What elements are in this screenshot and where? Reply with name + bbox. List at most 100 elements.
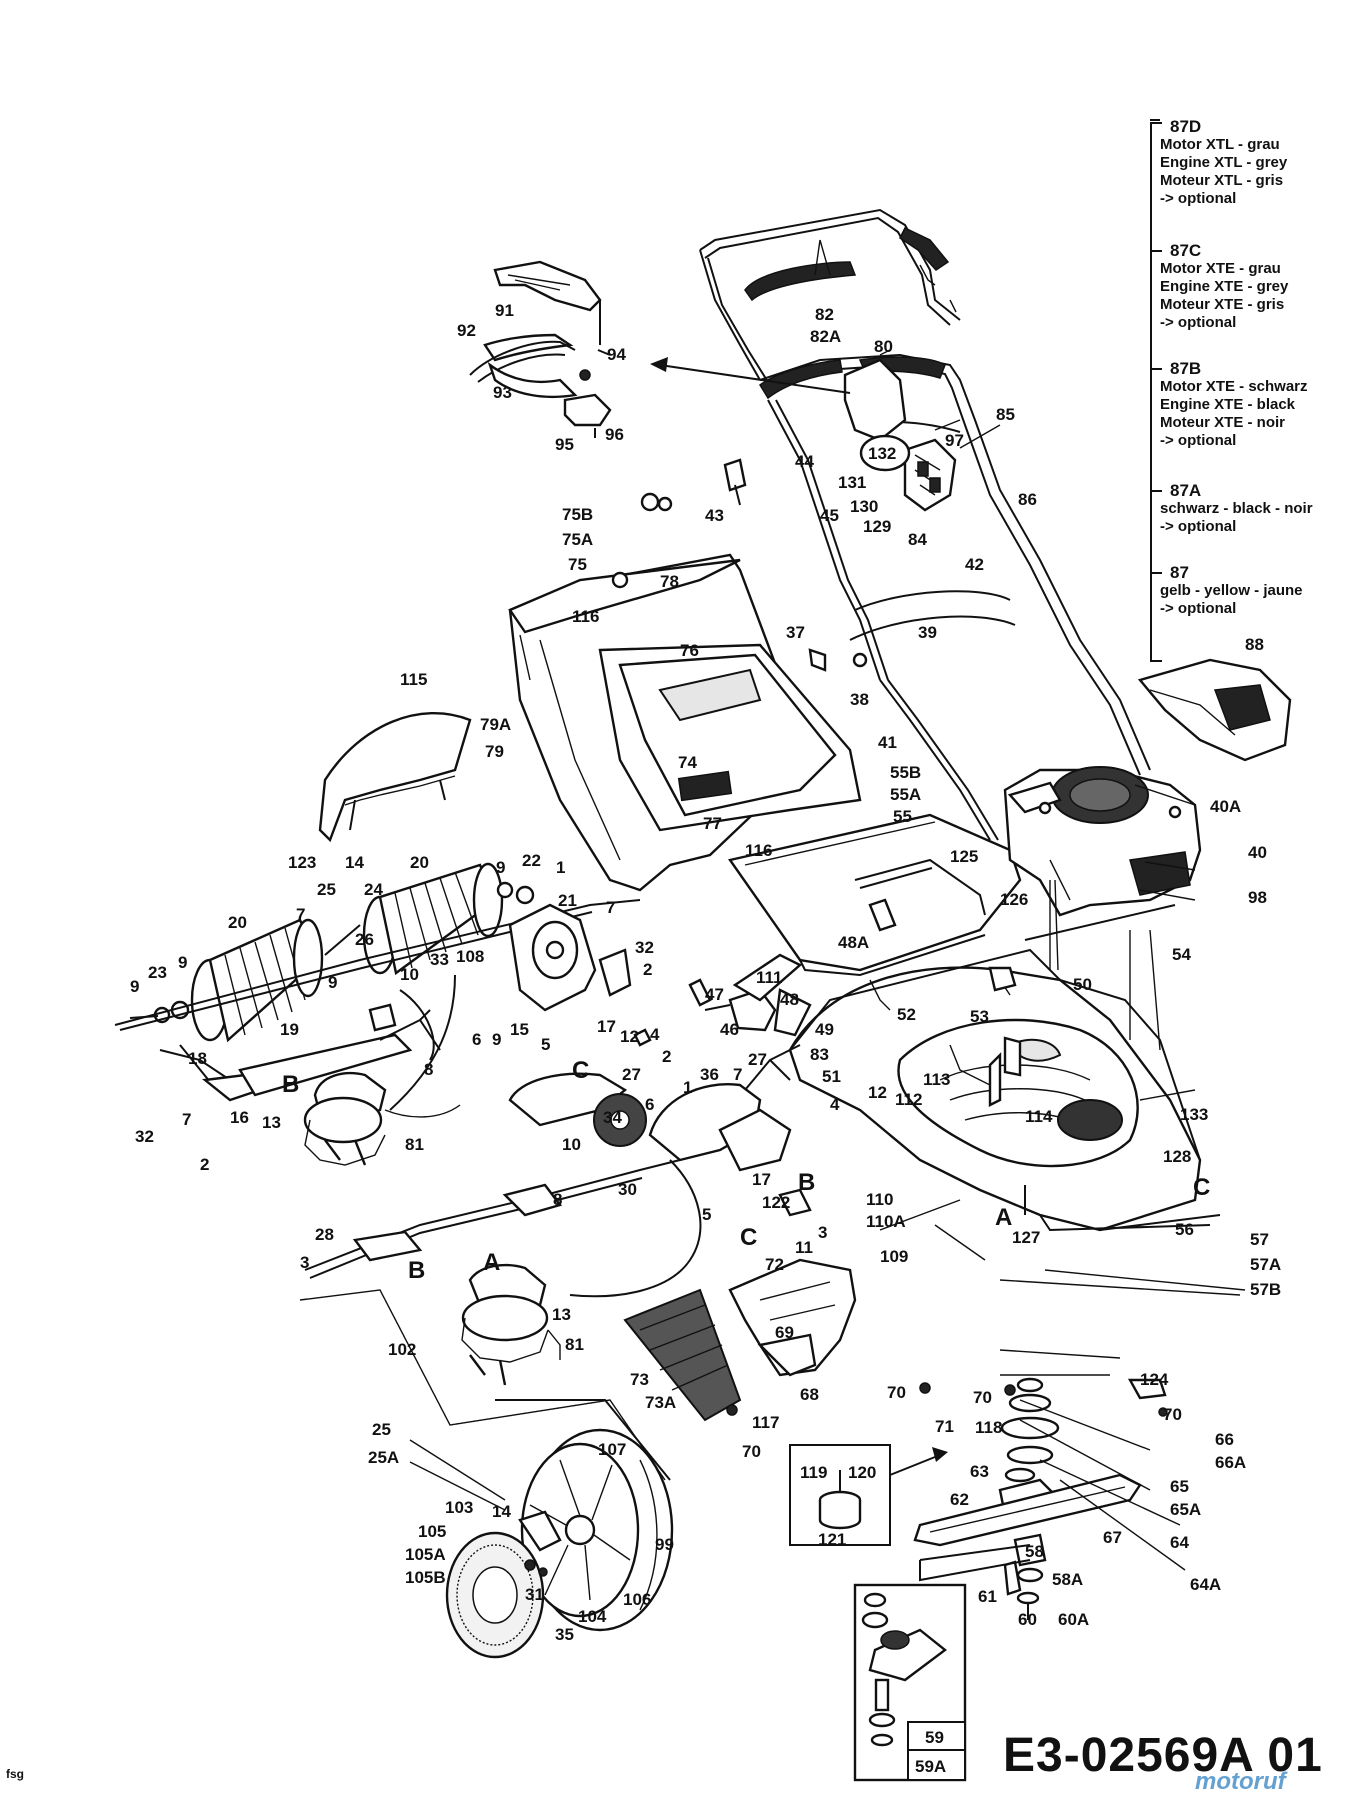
- label-56: 56: [1175, 1220, 1194, 1239]
- roller-left: [190, 918, 324, 1043]
- ref-letter-B-mid: B: [798, 1169, 815, 1196]
- mulch-plug: [318, 711, 472, 843]
- label-6-lower: 6: [645, 1095, 654, 1114]
- discharge-chute: [623, 1288, 742, 1422]
- label-106: 106: [623, 1590, 651, 1609]
- lever-assembly-detail: [469, 260, 612, 438]
- label-33: 33: [430, 950, 449, 969]
- label-80: 80: [874, 337, 893, 356]
- label-75A: 75A: [562, 530, 593, 549]
- label-78: 78: [660, 572, 679, 591]
- label-24: 24: [364, 880, 383, 899]
- engine-cover: [1137, 658, 1292, 762]
- label-73A: 73A: [645, 1393, 676, 1412]
- label-17-upper: 17: [597, 1017, 616, 1036]
- label-27-left: 27: [622, 1065, 641, 1084]
- label-7-right: 7: [606, 898, 615, 917]
- legend-line: Engine XTE - black: [1160, 396, 1296, 413]
- label-22: 22: [522, 851, 541, 870]
- label-95: 95: [555, 435, 574, 454]
- label-3-left: 3: [300, 1253, 309, 1272]
- label-60: 60: [1018, 1610, 1037, 1629]
- label-79A: 79A: [480, 715, 511, 734]
- label-8-lower: 8: [553, 1190, 562, 1209]
- label-5-lower: 5: [702, 1205, 711, 1224]
- label-113: 113: [923, 1070, 950, 1089]
- front-wheel: [445, 1428, 674, 1659]
- ref-letter-A-axle: A: [483, 1249, 500, 1276]
- label-109: 109: [880, 1247, 908, 1266]
- label-25A: 25A: [368, 1448, 399, 1467]
- legend-bracket: [1150, 122, 1152, 662]
- label-55: 55: [893, 807, 912, 826]
- label-66A: 66A: [1215, 1453, 1246, 1472]
- label-21: 21: [558, 891, 577, 910]
- label-37: 37: [786, 623, 805, 642]
- label-65: 65: [1170, 1477, 1189, 1496]
- label-68: 68: [800, 1385, 819, 1404]
- label-70-bottom: 70: [742, 1442, 761, 1461]
- label-81-upper: 81: [405, 1135, 424, 1154]
- label-2-upper: 2: [643, 960, 652, 979]
- label-40: 40: [1248, 843, 1267, 862]
- label-110A: 110A: [866, 1212, 906, 1231]
- label-53: 53: [970, 1007, 989, 1026]
- legend-line: -> optional: [1160, 190, 1237, 207]
- label-7-top: 7: [296, 905, 305, 924]
- label-105: 105: [418, 1522, 446, 1541]
- label-6-upper: 6: [472, 1030, 481, 1049]
- label-39: 39: [918, 623, 937, 642]
- label-44: 44: [795, 452, 814, 471]
- label-74: 74: [678, 753, 697, 772]
- label-19: 19: [280, 1020, 299, 1039]
- label-128: 128: [1163, 1147, 1191, 1166]
- legend-group-87: 87 gelb - yellow - jaune -> optional: [1160, 564, 1303, 618]
- label-36: 36: [700, 1065, 719, 1084]
- label-88: 88: [1245, 635, 1264, 654]
- label-2-lower: 2: [200, 1155, 209, 1174]
- label-131: 131: [838, 473, 866, 492]
- label-126: 126: [1000, 890, 1028, 909]
- label-31: 31: [525, 1585, 544, 1604]
- legend-line: Motor XTL - grau: [1160, 136, 1280, 153]
- legend-tick: [1150, 368, 1162, 370]
- label-66: 66: [1215, 1430, 1234, 1449]
- label-96: 96: [605, 425, 624, 444]
- rear-flap: [727, 813, 1022, 977]
- label-47: 47: [705, 985, 724, 1004]
- label-43: 43: [705, 506, 724, 525]
- label-12-lower: 12: [868, 1083, 887, 1102]
- label-105B: 105B: [405, 1568, 446, 1587]
- legend-line: -> optional: [1160, 314, 1237, 331]
- legend-tick: [1150, 660, 1162, 662]
- drawing-number: E3-02569A 01: [1003, 1729, 1323, 1782]
- label-65A: 65A: [1170, 1500, 1201, 1519]
- label-130: 130: [850, 497, 878, 516]
- label-70-right: 70: [1163, 1405, 1182, 1424]
- gearbox-upper: [303, 1072, 461, 1166]
- label-67: 67: [1103, 1528, 1122, 1547]
- label-9-lower: 9: [492, 1030, 501, 1049]
- label-59A: 59A: [915, 1757, 946, 1776]
- label-40A: 40A: [1210, 797, 1241, 816]
- label-70-left: 70: [887, 1383, 906, 1402]
- legend-tick: [1150, 250, 1162, 252]
- label-16: 16: [230, 1108, 249, 1127]
- label-83: 83: [810, 1045, 829, 1064]
- label-81-lower: 81: [565, 1335, 584, 1354]
- label-46: 46: [720, 1020, 739, 1039]
- label-76: 76: [680, 641, 699, 660]
- drive-assembly: [304, 1044, 812, 1298]
- label-13-upper: 13: [262, 1113, 281, 1132]
- label-119: 119: [800, 1463, 827, 1482]
- ref-letter-C-lower: C: [740, 1224, 757, 1251]
- watermark-logo: motoruf: [1195, 1768, 1286, 1795]
- detail-box-59: [853, 1583, 967, 1782]
- label-82A: 82A: [810, 327, 841, 346]
- label-71: 71: [935, 1417, 954, 1436]
- label-15: 15: [510, 1020, 529, 1039]
- label-92: 92: [457, 321, 476, 340]
- label-10-upper: 10: [400, 965, 419, 984]
- legend-line: -> optional: [1160, 432, 1237, 449]
